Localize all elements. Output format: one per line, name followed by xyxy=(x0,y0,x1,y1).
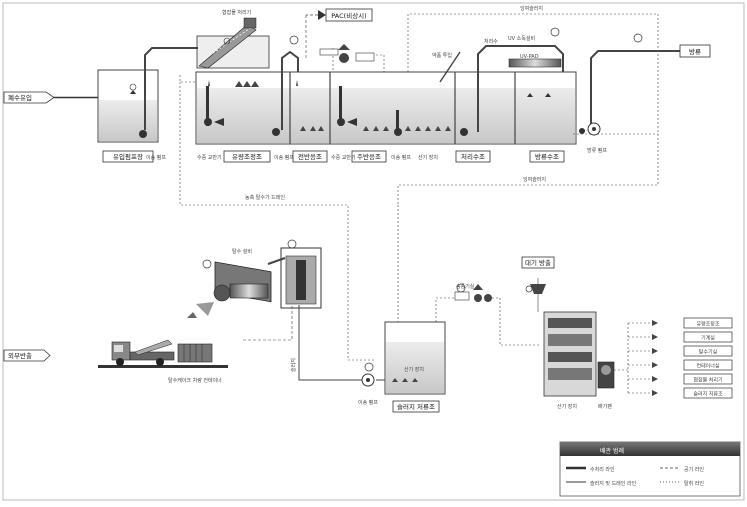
outside-disposal-label: 외부반출 xyxy=(8,351,32,360)
caption-return-top: 잉여슬러지 xyxy=(520,5,543,12)
tank-main-label: 주반응조 xyxy=(357,152,381,161)
scrubber-target-0[interactable]: 유량조정조 xyxy=(628,317,733,329)
caption-disch-pump: 방류 펌프 xyxy=(587,147,607,154)
legend-title: 배관 범례 xyxy=(600,447,624,455)
outflow-tag[interactable]: 방류 xyxy=(679,44,711,58)
dewatering-unit[interactable]: 탈수 설비 xyxy=(187,247,322,318)
exhaust-label: 대기 방출 xyxy=(525,258,551,267)
uv-unit[interactable] xyxy=(508,58,562,68)
tank-oil-labelbox xyxy=(102,150,154,163)
caption-return-mid: 잉여슬러지 xyxy=(523,176,546,183)
scrubber-target-label: 탈수기실 xyxy=(699,349,718,356)
scrubber-target-5[interactable]: 슬러지 저류조 xyxy=(628,387,733,399)
caption-return: 이송 펌프 xyxy=(391,154,411,161)
diffusers xyxy=(208,80,451,131)
caption-sludge-pump: 이송 펌프 xyxy=(358,399,378,406)
scrubber-target-3[interactable]: 컨테이너실 xyxy=(628,359,733,371)
tank-pre[interactable]: 전반응조 xyxy=(292,150,328,163)
pac-label: PAC(비상시) xyxy=(331,11,366,20)
inflow-tag[interactable]: 폐수유입 xyxy=(3,91,55,104)
tank-main[interactable]: 주반응조 xyxy=(351,150,387,163)
exhaust-tag[interactable]: 대기 방출 xyxy=(521,256,555,269)
legend: 배관 범례 수처리 라인 공기 라인 슬러지 및 드레인 라인 탈취 라인 xyxy=(559,441,741,497)
pac-tag[interactable]: PAC(비상시) xyxy=(318,8,373,22)
scrubber-target-label: 기계실 xyxy=(701,335,715,342)
tank-eq[interactable]: 유량조정조 xyxy=(223,150,271,163)
outflow-label: 방류 xyxy=(689,47,701,56)
tank-treat-label: 처리수조 xyxy=(461,152,485,161)
caption-fan: 배기팬 xyxy=(598,403,612,410)
caption-return-line: 슬러지 xyxy=(290,358,297,372)
tank-disch[interactable]: 방류수조 xyxy=(529,150,565,163)
caption-scrubber-base: 산기 장치 xyxy=(557,403,577,410)
scrubber-target-label: 슬러지 저류조 xyxy=(693,391,723,398)
truck[interactable]: 탈수케이크 차량 컨테이너 xyxy=(98,339,228,384)
caption-blower: 산기 장치 xyxy=(418,154,438,161)
inflow-label: 폐수유입 xyxy=(8,93,32,102)
blower-skid[interactable]: 송풍기실 xyxy=(454,283,492,302)
equipment-in-tanks xyxy=(130,86,601,138)
caption-sludge-drain: 농축 탈수기 드레인 xyxy=(245,194,285,201)
caption-agitator: 수중 교반기 xyxy=(197,154,222,161)
caption-blower-room: 송풍기실 xyxy=(456,283,475,290)
tank-oil-label: 유입펌프장 xyxy=(113,152,143,161)
legend-item-3: 탈취 라인 xyxy=(684,480,704,487)
caption-uv: UV 소독설비 xyxy=(508,35,535,42)
scrubber-target-label: 협잡물 처리기 xyxy=(693,377,722,384)
scrubber-target-4[interactable]: 협잡물 처리기 xyxy=(628,373,733,385)
top-pipes xyxy=(144,13,680,260)
caption-lift-pump: 이송 펌프 xyxy=(146,154,166,161)
tank-sludge-store[interactable]: 슬러지 저류조 산기 장치 xyxy=(384,321,446,413)
tank-oil[interactable]: 유입펌프장 xyxy=(97,69,159,161)
caption-transfer: 이송 펌프 xyxy=(274,154,294,161)
legend-item-1: 공기 라인 xyxy=(684,466,704,473)
tank-pre-label: 전반응조 xyxy=(298,152,322,161)
sludge-store-label: 슬러지 저류조 xyxy=(397,402,435,411)
legend-item-2: 슬러지 및 드레인 라인 xyxy=(590,480,637,487)
frame xyxy=(2,2,745,501)
dosing-skid[interactable] xyxy=(319,44,375,63)
outside-disposal-tag[interactable]: 외부반출 xyxy=(3,349,51,362)
gauges xyxy=(129,27,643,372)
tank-disch-label: 방류수조 xyxy=(535,152,559,161)
screen-unit[interactable]: 협잡물 처리기 xyxy=(196,9,270,69)
tank-eq-label: 유량조정조 xyxy=(232,152,262,161)
scrubber-target-1[interactable]: 기계실 xyxy=(628,331,733,343)
scrubber-target-label: 컨테이너실 xyxy=(696,363,719,370)
scrubber-target-label: 유량조정조 xyxy=(696,321,719,328)
caption-air-diff: 산기 장치 xyxy=(404,366,424,373)
caption-uv-lamp: UV-PAD xyxy=(520,54,539,60)
caption-mixer: 수중 교반기 xyxy=(331,154,356,161)
legend-item-0: 수처리 라인 xyxy=(590,466,615,473)
scrubber-target-2[interactable]: 탈수기실 xyxy=(628,345,733,357)
caption-car: 탈수케이크 차량 컨테이너 xyxy=(168,377,222,384)
caption-treated: 처리수 xyxy=(484,38,498,45)
screen-label: 협잡물 처리기 xyxy=(222,9,251,16)
sludge-pump[interactable]: 이송 펌프 xyxy=(358,373,378,406)
tank-treat[interactable]: 처리수조 xyxy=(455,150,491,163)
scrubber-tower[interactable]: 산기 장치 배기팬 xyxy=(530,284,615,410)
caption-dewater: 탈수 설비 xyxy=(232,248,252,255)
caption-chem: 약품 투입 xyxy=(432,52,452,59)
process-basin xyxy=(195,71,577,145)
